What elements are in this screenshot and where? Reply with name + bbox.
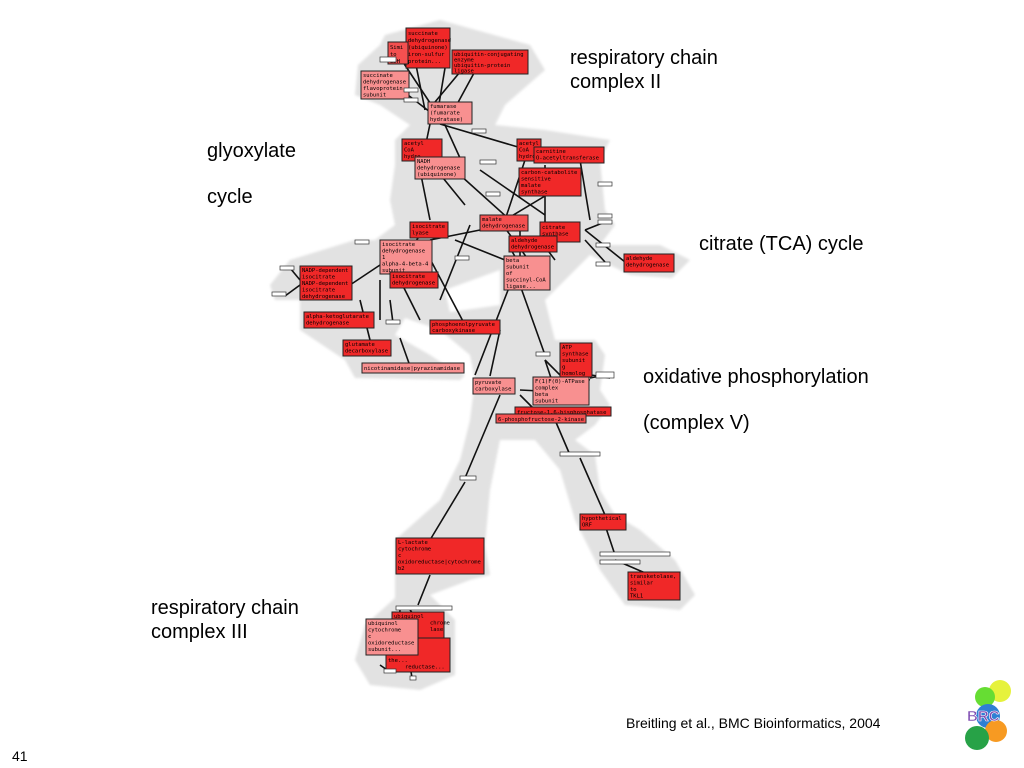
label-oxphos-line1: oxidative phosphorylation [643,366,869,388]
node-phosphofructokinase: 6-phosphofructose-2-kinase [495,413,587,424]
small-terminal-boxes [271,56,671,681]
node-nicotinamidase: nicotinamidase|pyrazinamidase [361,362,465,374]
label-respiratory-chain-complex-iii: respiratory chain complex III [151,596,299,644]
page-number: 41 [12,748,28,764]
citation: Breitling et al., BMC Bioinformatics, 20… [626,715,881,731]
label-citrate-tca-cycle: citrate (TCA) cycle [699,233,864,255]
svg-text:nicotinamidase|pyrazinamidase: nicotinamidase|pyrazinamidase [364,366,460,372]
label-rc3-line2: complex III [151,621,248,643]
label-glyox-line2: cycle [207,186,253,208]
label-oxidative-phosphorylation: oxidative phosphorylation (complex V) [643,354,869,446]
label-glyox-line1: glyoxylate [207,140,296,162]
svg-text:fructose-1,6-bisphosphatase: fructose-1,6-bisphosphatase [517,410,606,416]
label-glyoxylate-cycle: glyoxylate cycle [207,128,296,220]
label-respiratory-chain-complex-ii: respiratory chain complex II [570,46,718,94]
label-rc2-line1: respiratory chain [570,47,718,69]
label-rc3-line1: respiratory chain [151,597,299,619]
brc-logo-text: BRC [967,708,1000,725]
svg-text:the...reductase...: the...reductase... [388,658,445,671]
label-oxphos-line2: (complex V) [643,412,750,434]
svg-text:6-phosphofructose-2-kinase: 6-phosphofructose-2-kinase [498,417,584,423]
label-rc2-line2: complex II [570,71,662,93]
brc-logo-icon: BRC [965,680,1011,750]
